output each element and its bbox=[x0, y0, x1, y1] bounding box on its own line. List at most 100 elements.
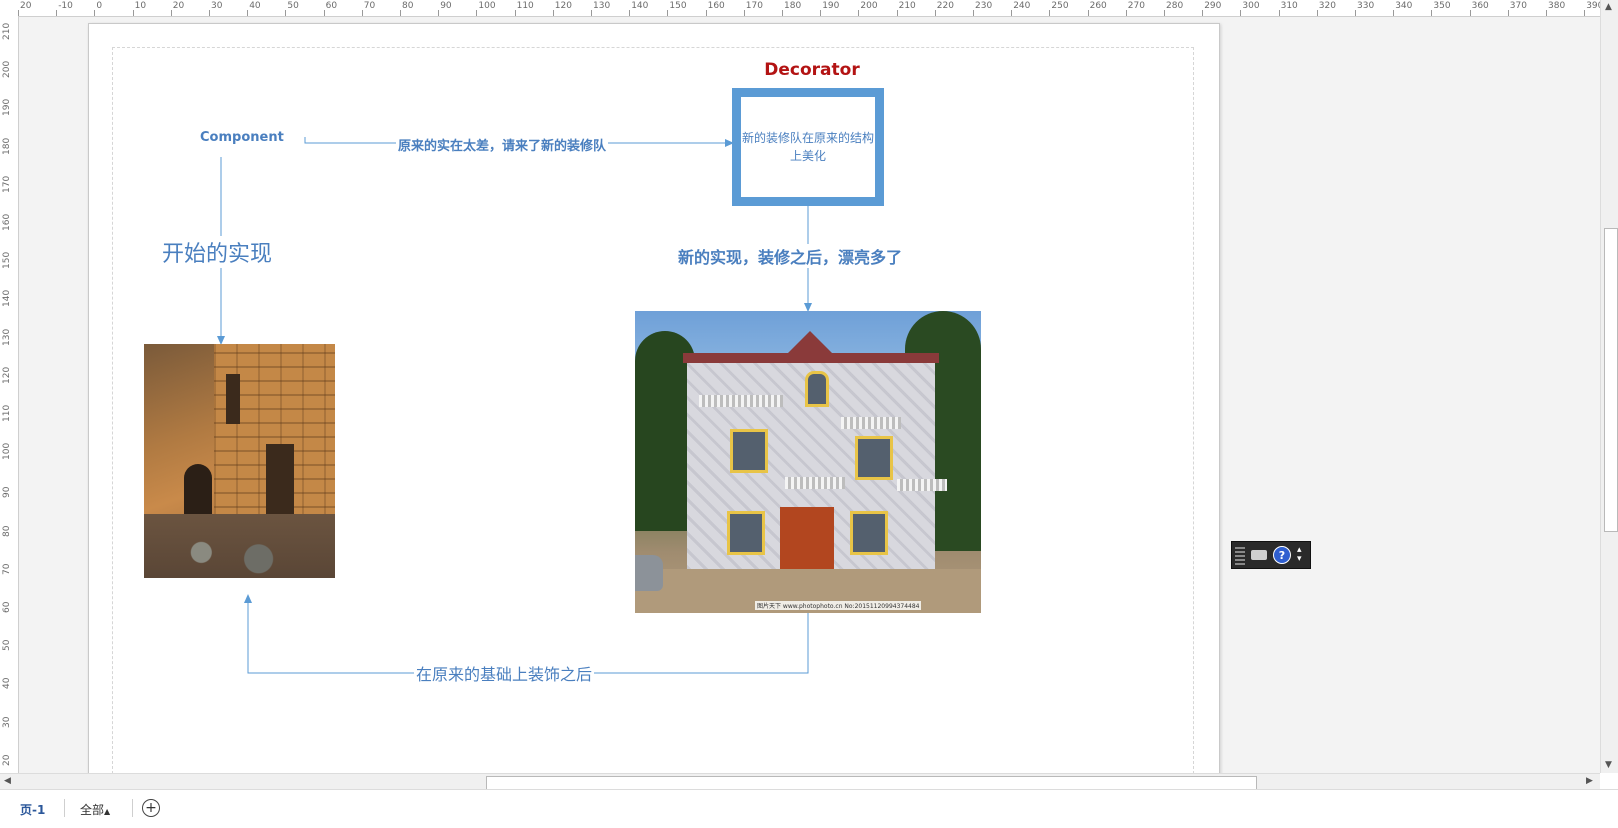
old-house-photo[interactable] bbox=[144, 344, 335, 578]
ruler-tick-mark bbox=[1087, 10, 1089, 16]
ruler-tick-label: 90 bbox=[440, 1, 452, 11]
ruler-tick-label: 160 bbox=[707, 1, 725, 11]
ruler-tick-label: 10 bbox=[134, 1, 147, 11]
new-house-window bbox=[730, 429, 768, 473]
ruler-tick-mark bbox=[667, 10, 669, 16]
keyboard-icon[interactable] bbox=[1251, 550, 1267, 560]
ruler-tick-label: 40 bbox=[249, 1, 261, 11]
horizontal-scrollbar[interactable]: ◀ ▶ bbox=[0, 773, 1600, 790]
tab-page-1[interactable]: 页-1 bbox=[20, 803, 46, 817]
ruler-tick-label: 330 bbox=[1357, 1, 1375, 11]
scroll-left-arrow-icon[interactable]: ◀ bbox=[4, 776, 11, 786]
ruler-tick-mark bbox=[56, 10, 58, 16]
ruler-tick-mark bbox=[1011, 10, 1013, 16]
ruler-tick-label: 190 bbox=[822, 1, 840, 11]
tab-all-pages-label: 全部 bbox=[80, 803, 105, 817]
new-house-balcony bbox=[841, 417, 901, 429]
floating-mini-toolbar[interactable]: ? ▴▾ bbox=[1231, 541, 1311, 569]
ruler-tick-mark bbox=[1584, 10, 1586, 16]
ruler-tick-label: 120 bbox=[554, 1, 572, 11]
ruler-tick-mark bbox=[476, 10, 478, 16]
new-house-balcony bbox=[785, 477, 845, 489]
chevron-up-icon: ▲ bbox=[104, 807, 111, 816]
ruler-tick-mark bbox=[1240, 10, 1242, 16]
ruler-tick-label: 20 bbox=[20, 1, 32, 11]
new-implementation-label[interactable]: 新的实现，装修之后，漂亮多了 bbox=[676, 244, 905, 268]
ruler-tick-mark bbox=[514, 10, 516, 16]
ruler-tick-mark bbox=[705, 10, 707, 16]
new-house-photo[interactable]: 图片天下 www.photophoto.cn No:20151120994374… bbox=[635, 311, 981, 613]
connector-top-label[interactable]: 原来的实在太差，请来了新的装修队 bbox=[396, 135, 609, 154]
ruler-tick-label: -10 bbox=[58, 1, 73, 11]
scroll-down-arrow-icon[interactable]: ▼ bbox=[1605, 760, 1612, 770]
grip-icon[interactable] bbox=[1235, 545, 1245, 565]
ruler-tick-mark bbox=[400, 10, 401, 16]
new-house-balcony bbox=[699, 395, 783, 407]
ruler-tick-mark bbox=[629, 10, 631, 16]
decorator-box[interactable]: 新的装修队在原来的结构上美化 bbox=[732, 88, 884, 206]
old-house-rubble bbox=[144, 514, 335, 578]
ruler-tick-mark bbox=[94, 10, 96, 16]
ruler-tick-mark bbox=[858, 10, 860, 16]
ruler-tick-label: 30 bbox=[211, 1, 223, 11]
vertical-scrollbar[interactable]: ▲ ▼ bbox=[1600, 0, 1618, 773]
ruler-tick-label: 300 bbox=[1242, 1, 1260, 11]
ruler-tick-label: 350 bbox=[1433, 1, 1451, 11]
component-label[interactable]: Component bbox=[198, 130, 286, 145]
photo-watermark-caption: 图片天下 www.photophoto.cn No:20151120994374… bbox=[755, 601, 922, 610]
new-house-window bbox=[855, 436, 893, 480]
ruler-tick-label: 370 bbox=[1509, 1, 1527, 11]
ruler-tick-label: 100 bbox=[478, 1, 496, 11]
add-page-button[interactable]: + bbox=[142, 799, 160, 817]
ruler-tick-mark bbox=[361, 10, 363, 16]
ruler-tick-mark bbox=[209, 10, 210, 16]
ruler-tick-label: 130 bbox=[593, 1, 611, 11]
ruler-tick-label: 210 bbox=[898, 1, 916, 11]
more-icon[interactable]: ▴▾ bbox=[1297, 545, 1302, 564]
new-house-car bbox=[635, 555, 663, 591]
start-implementation-label[interactable]: 开始的实现 bbox=[160, 236, 275, 268]
horizontal-scroll-thumb[interactable] bbox=[486, 776, 1257, 790]
ruler-tick-label: 230 bbox=[975, 1, 993, 11]
scroll-up-arrow-icon[interactable]: ▲ bbox=[1605, 2, 1612, 12]
ruler-tick-label: 290 bbox=[1204, 1, 1222, 11]
ruler-tick-mark bbox=[552, 10, 554, 16]
ruler-tick-label: 0 bbox=[96, 1, 103, 11]
ruler-tick-label: 320 bbox=[1318, 1, 1336, 11]
ruler-tick-label: 170 bbox=[745, 1, 763, 11]
ruler-tick-mark bbox=[782, 10, 783, 16]
sheet-tab-bar: 页-1 全部▲ + bbox=[0, 789, 1618, 828]
ruler-tick-label: 340 bbox=[1395, 1, 1413, 11]
ruler-tick-mark bbox=[1202, 10, 1204, 16]
ruler-tick-mark bbox=[1393, 10, 1395, 16]
ruler-tick-label: 260 bbox=[1089, 1, 1107, 11]
new-house-door bbox=[780, 507, 834, 569]
ruler-tick-label: 200 bbox=[860, 1, 878, 11]
ruler-tick-label: 310 bbox=[1280, 1, 1298, 11]
bottom-connector-label[interactable]: 在原来的基础上装饰之后 bbox=[414, 661, 595, 685]
ruler-tick-mark bbox=[1049, 10, 1051, 16]
ruler-tick-mark bbox=[743, 10, 745, 16]
ruler-tick-mark bbox=[1278, 10, 1280, 16]
ruler-tick-mark bbox=[438, 10, 440, 16]
ruler-tick-mark bbox=[934, 10, 936, 16]
ruler-tick-label: 140 bbox=[631, 1, 649, 11]
tab-all-pages[interactable]: 全部▲ bbox=[80, 801, 110, 818]
ruler-tick-mark bbox=[973, 10, 974, 16]
new-house-arched-window bbox=[805, 371, 829, 407]
ruler-tick-mark bbox=[1507, 10, 1509, 16]
ruler-tick-mark bbox=[1164, 10, 1165, 16]
ruler-tick-label: 110 bbox=[516, 1, 534, 11]
new-house-gable bbox=[780, 331, 840, 361]
scroll-right-arrow-icon[interactable]: ▶ bbox=[1586, 776, 1593, 786]
decorator-title[interactable]: Decorator bbox=[764, 60, 860, 80]
vertical-scroll-thumb[interactable] bbox=[1604, 228, 1618, 532]
trees-left bbox=[635, 331, 695, 531]
ruler-tick-mark bbox=[18, 10, 19, 16]
ruler-tick-label: 240 bbox=[1013, 1, 1031, 11]
help-icon[interactable]: ? bbox=[1273, 546, 1291, 564]
tab-separator bbox=[64, 799, 65, 817]
ruler-tick-label: 60 bbox=[325, 1, 338, 11]
